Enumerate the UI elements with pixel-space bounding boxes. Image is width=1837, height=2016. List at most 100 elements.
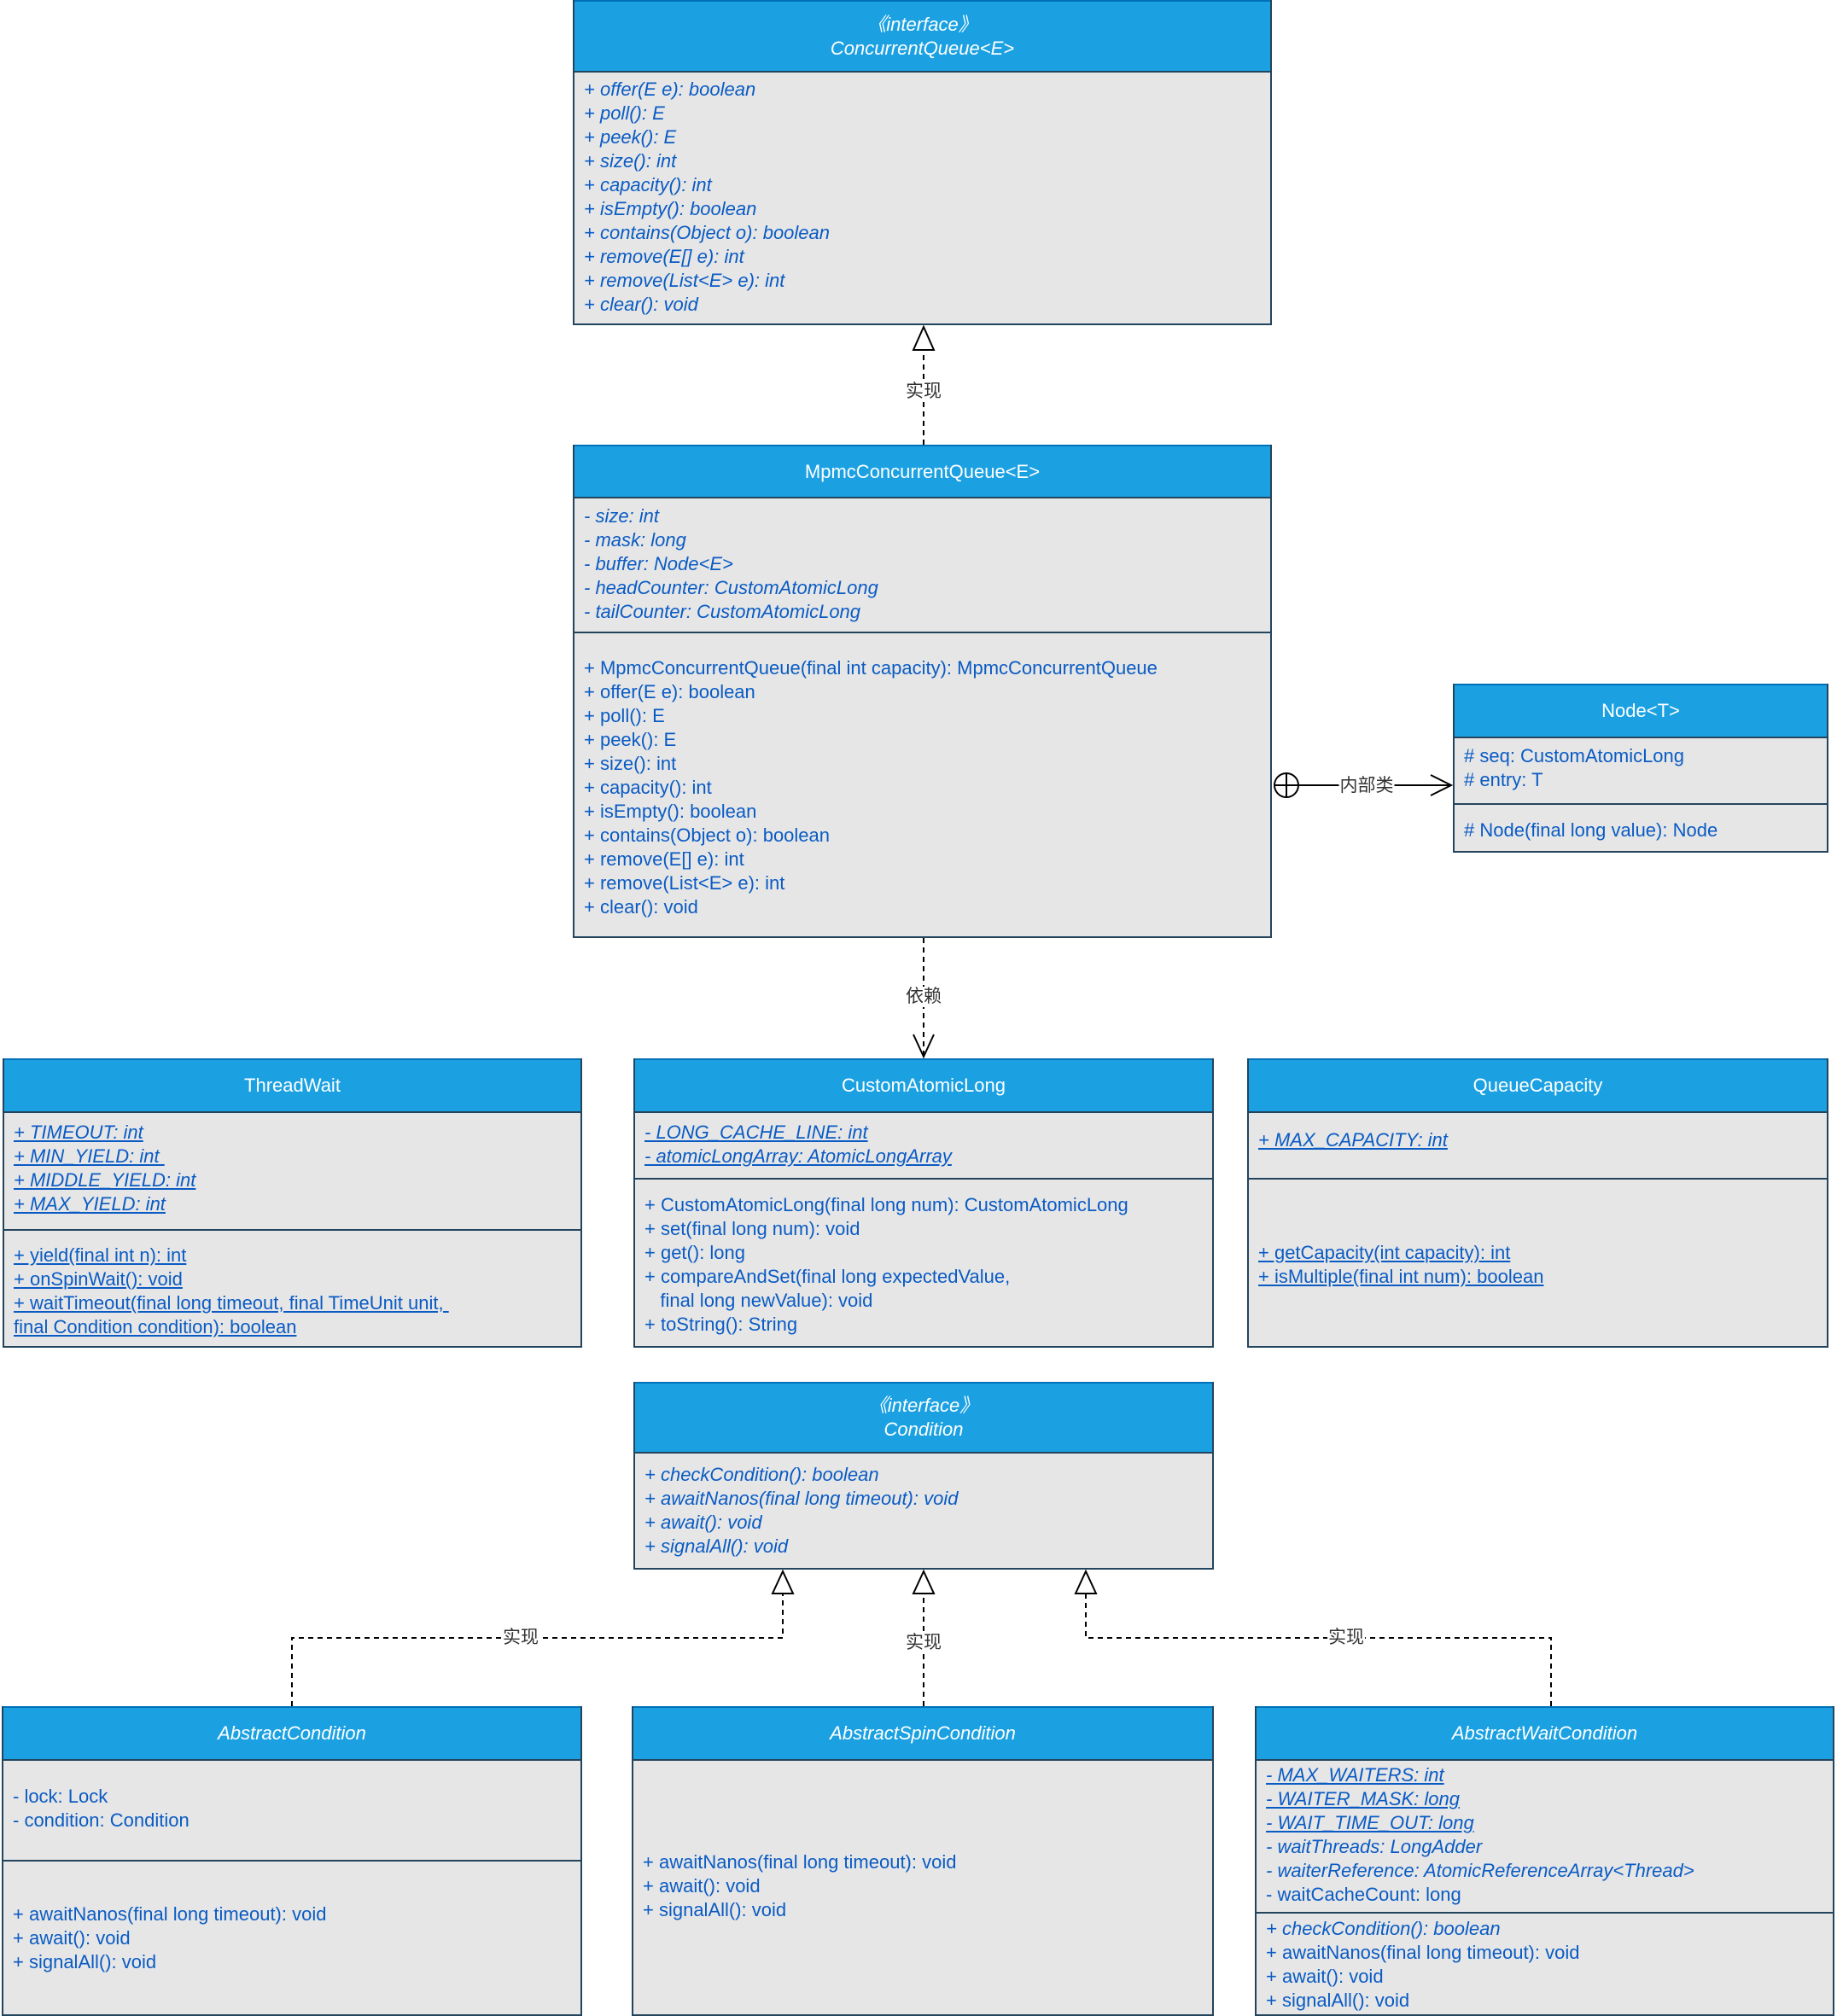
class-member: - buffer: Node<E> xyxy=(584,553,733,574)
dependency-arrowhead-icon xyxy=(913,1034,935,1059)
class-abstract-wait-condition[interactable]: AbstractWaitCondition - MAX_WAITERS: int-… xyxy=(1255,1706,1834,2016)
class-member: - atomicLongArray: AtomicLongArray xyxy=(644,1145,952,1167)
class-member: + toString(): String xyxy=(644,1314,798,1335)
class-header: 《interface》Condition xyxy=(635,1382,1212,1454)
class-member: - waiterReference: AtomicReferenceArray<… xyxy=(1266,1860,1694,1881)
members-section: + awaitNanos(final long timeout): void+ … xyxy=(3,1860,580,2014)
class-member: + size(): int xyxy=(584,150,677,172)
relation-label: 实现 xyxy=(502,1628,539,1648)
class-member: + CustomAtomicLong(final long num): Cust… xyxy=(644,1194,1128,1215)
class-member: + compareAndSet(final long expectedValue… xyxy=(644,1266,1011,1287)
class-name: MpmcConcurrentQueue<E> xyxy=(804,460,1041,482)
class-header: CustomAtomicLong xyxy=(635,1058,1212,1113)
class-member: # entry: T xyxy=(1464,769,1543,790)
relation-label: 实现 xyxy=(905,382,942,402)
realization-arrowhead-icon xyxy=(1074,1569,1098,1594)
class-member: + await(): void xyxy=(643,1875,761,1897)
class-member: # Node(final long value): Node xyxy=(1464,819,1718,841)
class-abstract-condition[interactable]: AbstractCondition - lock: Lock- condition… xyxy=(2,1706,582,2016)
class-name: AbstractWaitCondition xyxy=(1451,1722,1638,1744)
class-member: + awaitNanos(final long timeout): void xyxy=(644,1488,959,1509)
class-header: ThreadWait xyxy=(4,1058,580,1113)
class-member: - waitThreads: LongAdder xyxy=(1266,1836,1483,1857)
class-member: + MIN_YIELD: int xyxy=(14,1145,165,1167)
class-member: + waitTimeout(final long timeout, final … xyxy=(14,1292,449,1314)
class-member: # seq: CustomAtomicLong xyxy=(1464,745,1685,766)
class-member: + remove(E[] e): int xyxy=(584,246,744,267)
class-member: - LONG_CACHE_LINE: int xyxy=(644,1122,868,1143)
members-section: # Node(final long value): Node xyxy=(1455,803,1827,851)
relation-label: 依赖 xyxy=(905,987,942,1007)
class-name: Node<T> xyxy=(1601,700,1680,721)
class-abstract-spin-condition[interactable]: AbstractSpinCondition+ awaitNanos(final … xyxy=(632,1706,1214,2016)
attributes-section: + TIMEOUT: int+ MIN_YIELD: int + MIDDLE_… xyxy=(4,1110,580,1229)
class-member: + MpmcConcurrentQueue(final int capacity… xyxy=(584,657,1158,679)
members-section: + MpmcConcurrentQueue(final int capacity… xyxy=(574,632,1270,936)
class-member: + checkCondition(): boolean xyxy=(1266,1918,1501,1939)
members-section: + CustomAtomicLong(final long num): Cust… xyxy=(635,1178,1212,1346)
class-header: QueueCapacity xyxy=(1249,1058,1827,1113)
relation-label: 实现 xyxy=(905,1633,942,1653)
class-thread-wait[interactable]: ThreadWait + TIMEOUT: int+ MIN_YIELD: int… xyxy=(3,1058,582,1348)
realization-line-abstract-condition xyxy=(291,1594,784,1706)
class-member: + isMultiple(final int num): boolean xyxy=(1258,1266,1544,1287)
realization-arrowhead-icon xyxy=(771,1569,795,1594)
attributes-section: - lock: Lock- condition: Condition xyxy=(3,1757,580,1860)
class-member: - tailCounter: CustomAtomicLong xyxy=(584,601,861,622)
class-header: AbstractWaitCondition xyxy=(1257,1706,1833,1761)
class-mpmc-concurrent-queue[interactable]: MpmcConcurrentQueue<E>- size: int- mask:… xyxy=(573,445,1272,938)
attributes-section: + MAX_CAPACITY: int xyxy=(1249,1110,1827,1178)
class-member: + remove(E[] e): int xyxy=(584,848,744,870)
class-node[interactable]: Node<T> # seq: CustomAtomicLong # entry: T… xyxy=(1453,684,1828,853)
class-member: + await(): void xyxy=(13,1927,131,1949)
class-custom-atomic-long[interactable]: CustomAtomicLong - LONG_CACHE_LINE: int- … xyxy=(633,1058,1214,1348)
class-member: + TIMEOUT: int xyxy=(14,1122,143,1143)
class-name: ThreadWait xyxy=(244,1075,341,1096)
class-header: AbstractSpinCondition xyxy=(633,1706,1212,1761)
class-member: + remove(List<E> e): int xyxy=(584,872,785,894)
attributes-section: - MAX_WAITERS: int- WAITER_MASK: long- W… xyxy=(1257,1757,1833,1912)
class-condition[interactable]: 《interface》Condition+ checkCondition(): … xyxy=(633,1382,1214,1570)
class-member: + MAX_CAPACITY: int xyxy=(1258,1129,1448,1151)
class-header: AbstractCondition xyxy=(3,1706,580,1761)
class-member: + clear(): void xyxy=(584,294,698,315)
class-member: + signalAll(): void xyxy=(643,1899,787,1920)
class-member: + capacity(): int xyxy=(584,777,712,798)
class-member: + await(): void xyxy=(1266,1966,1384,1987)
nested-arrowhead-icon xyxy=(1430,774,1454,796)
class-member: final Condition condition): boolean xyxy=(14,1316,297,1337)
class-member: + poll(): E xyxy=(584,705,665,726)
class-name: QueueCapacity xyxy=(1473,1075,1603,1096)
relation-label: 实现 xyxy=(1327,1628,1365,1648)
stereotype: 《interface》 xyxy=(867,13,977,35)
class-member: + remove(List<E> e): int xyxy=(584,270,785,291)
class-name: AbstractCondition xyxy=(218,1722,366,1744)
relation-label: 内部类 xyxy=(1338,776,1395,796)
class-member: + offer(E e): boolean xyxy=(584,79,756,100)
class-member: + isEmpty(): boolean xyxy=(584,801,757,822)
class-member: + peek(): E xyxy=(584,729,677,750)
members-section: + awaitNanos(final long timeout): void+ … xyxy=(633,1757,1212,2014)
class-member: + contains(Object o): boolean xyxy=(584,222,831,243)
class-member: + set(final long num): void xyxy=(644,1218,860,1239)
class-member: - waitCacheCount: long xyxy=(1266,1884,1461,1905)
class-member: + onSpinWait(): void xyxy=(14,1268,183,1290)
class-member: + clear(): void xyxy=(584,896,698,918)
class-member: - condition: Condition xyxy=(13,1809,190,1831)
class-member: + isEmpty(): boolean xyxy=(584,198,757,219)
class-member: + MIDDLE_YIELD: int xyxy=(14,1169,196,1191)
class-member: + await(): void xyxy=(644,1512,762,1533)
class-member: + poll(): E xyxy=(584,102,665,124)
realization-arrowhead-icon xyxy=(912,324,936,351)
class-header: MpmcConcurrentQueue<E> xyxy=(574,445,1270,498)
members-section: + yield(final int n): int+ onSpinWait():… xyxy=(4,1229,580,1346)
class-name: ConcurrentQueue<E> xyxy=(830,37,1015,59)
class-member: + MAX_YIELD: int xyxy=(14,1193,166,1215)
class-member: final long newValue): void xyxy=(644,1290,873,1311)
class-queue-capacity[interactable]: QueueCapacity+ MAX_CAPACITY: int+ getCap… xyxy=(1247,1058,1828,1348)
class-member: + offer(E e): boolean xyxy=(584,681,755,702)
class-member: - WAIT_TIME_OUT: long xyxy=(1266,1812,1474,1833)
class-member: + awaitNanos(final long timeout): void xyxy=(13,1903,327,1925)
class-member: + get(): long xyxy=(644,1242,746,1263)
class-concurrent-queue[interactable]: 《interface》ConcurrentQueue<E> + offer(E e… xyxy=(573,0,1272,325)
